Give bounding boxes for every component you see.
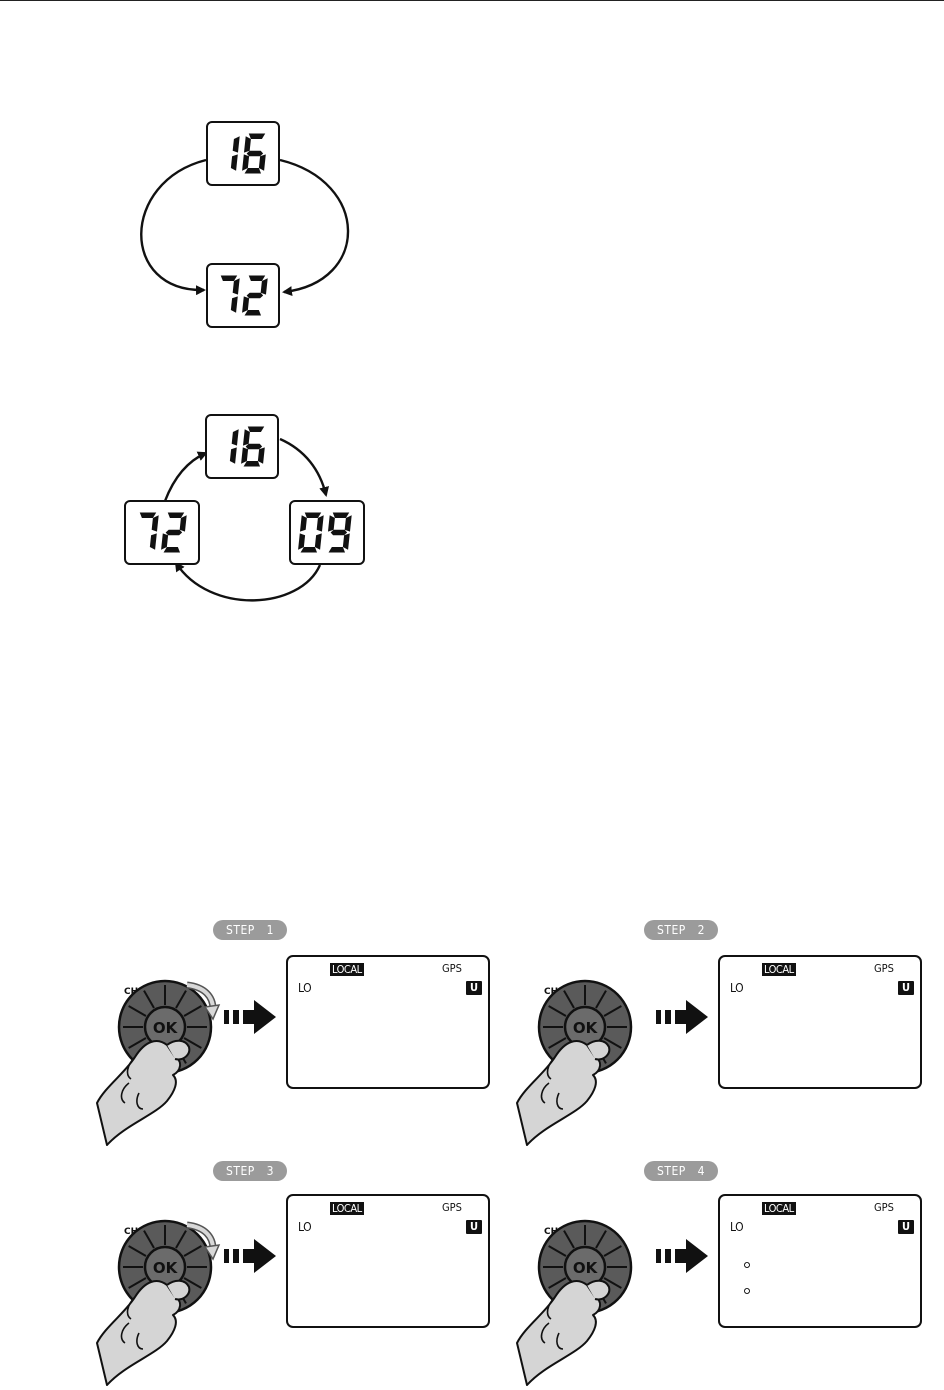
step-pill: STEP 3 — [213, 1161, 287, 1181]
lcd-frame — [290, 501, 364, 564]
screen-lo-label: LO — [298, 1220, 311, 1234]
screen-u-badge: U — [466, 981, 482, 995]
lcd-channel-left — [125, 501, 199, 564]
lcd-screen: LOCAL GPS LO U — [286, 955, 490, 1089]
dual-watch-diagram — [130, 112, 370, 342]
dashed-right-arrow-icon — [656, 997, 710, 1037]
lcd-frame — [207, 122, 279, 185]
screen-lo-label: LO — [730, 981, 743, 995]
lcd-channel-bottom — [207, 264, 279, 327]
step-pill-label: STEP 1 — [226, 923, 274, 937]
dashed-right-arrow-icon — [656, 1236, 710, 1276]
screen-local-label: LOCAL — [762, 1202, 796, 1215]
step-pill: STEP 1 — [213, 920, 287, 940]
screen-gps-label: GPS — [874, 1201, 894, 1215]
step-pill-label: STEP 3 — [226, 1164, 274, 1178]
lcd-screen: LOCAL GPS LO U — [718, 1194, 922, 1328]
cycle-arrow-left — [141, 160, 206, 290]
lcd-channel-top — [207, 122, 279, 185]
screen-option-marker — [743, 1287, 751, 1295]
cycle-arrow-bottom — [176, 563, 320, 600]
cycle-arrow-down-right — [280, 439, 326, 495]
step-pill-label: STEP 2 — [657, 923, 705, 937]
lcd-frame — [206, 415, 278, 478]
step-pill-label: STEP 4 — [657, 1164, 705, 1178]
screen-u-badge: U — [898, 1220, 914, 1234]
svg-text:OK: OK — [573, 1019, 599, 1037]
lcd-frame — [207, 264, 279, 327]
lcd-screen: LOCAL GPS LO U — [286, 1194, 490, 1328]
dashed-right-arrow-icon — [224, 997, 278, 1037]
page-top-rule — [0, 0, 944, 1]
svg-text:OK: OK — [153, 1019, 179, 1037]
svg-text:OK: OK — [573, 1259, 599, 1277]
cycle-arrow-right — [280, 160, 348, 292]
step-pill: STEP 4 — [644, 1161, 718, 1181]
screen-lo-label: LO — [730, 1220, 743, 1234]
screen-u-badge: U — [898, 981, 914, 995]
screen-u-badge: U — [466, 1220, 482, 1234]
screen-gps-label: GPS — [442, 962, 462, 976]
step-pill: STEP 2 — [644, 920, 718, 940]
lcd-screen: LOCAL GPS LO U — [718, 955, 922, 1089]
dashed-right-arrow-icon — [224, 1236, 278, 1276]
lcd-channel-top — [206, 415, 278, 478]
screen-local-label: LOCAL — [330, 963, 364, 976]
screen-local-label: LOCAL — [762, 963, 796, 976]
lcd-channel-right — [290, 501, 364, 564]
screen-gps-label: GPS — [442, 1201, 462, 1215]
cycle-arrow-up-left — [165, 453, 206, 501]
screen-option-marker — [743, 1261, 751, 1269]
screen-local-label: LOCAL — [330, 1202, 364, 1215]
svg-text:OK: OK — [153, 1259, 179, 1277]
screen-gps-label: GPS — [874, 962, 894, 976]
tri-watch-diagram — [110, 405, 380, 615]
screen-lo-label: LO — [298, 981, 311, 995]
lcd-frame — [125, 501, 199, 564]
